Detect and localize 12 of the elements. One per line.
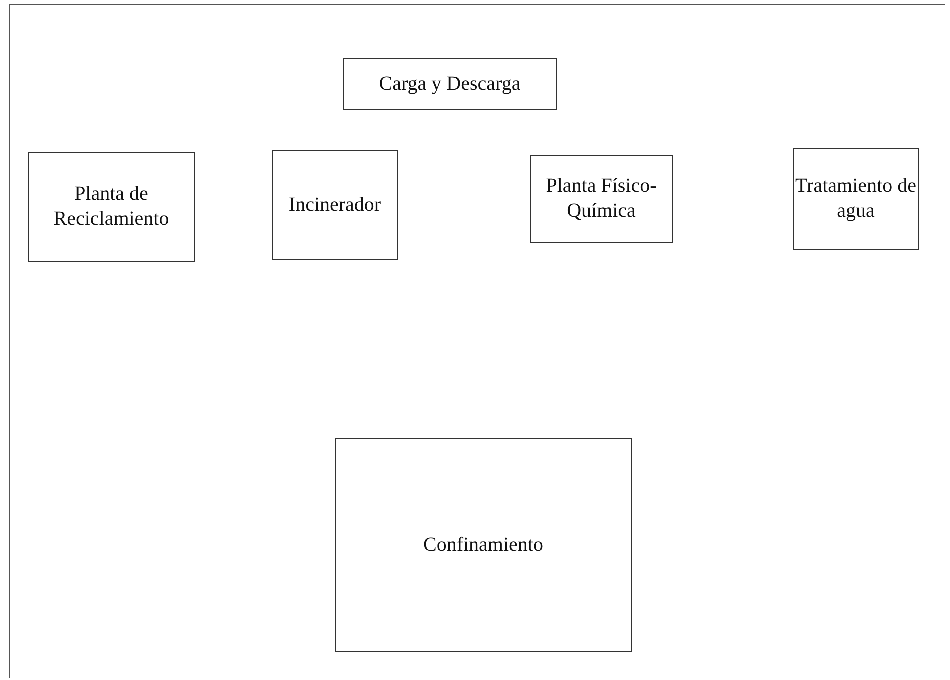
building-box [530, 155, 673, 243]
box-label: Carga y Descarga [379, 72, 521, 96]
box-label: Incinerador [288, 192, 382, 218]
area-box [343, 58, 557, 110]
building-box [793, 148, 919, 250]
box-label: Planta de Reciclamiento [52, 182, 170, 232]
box-label: Confinamiento [424, 532, 544, 558]
building-box [272, 150, 398, 260]
box-label: Planta Físico-Química [545, 174, 658, 224]
box-label: Tratamiento de agua [794, 174, 918, 224]
building-box [28, 152, 195, 262]
building-box [335, 438, 632, 652]
